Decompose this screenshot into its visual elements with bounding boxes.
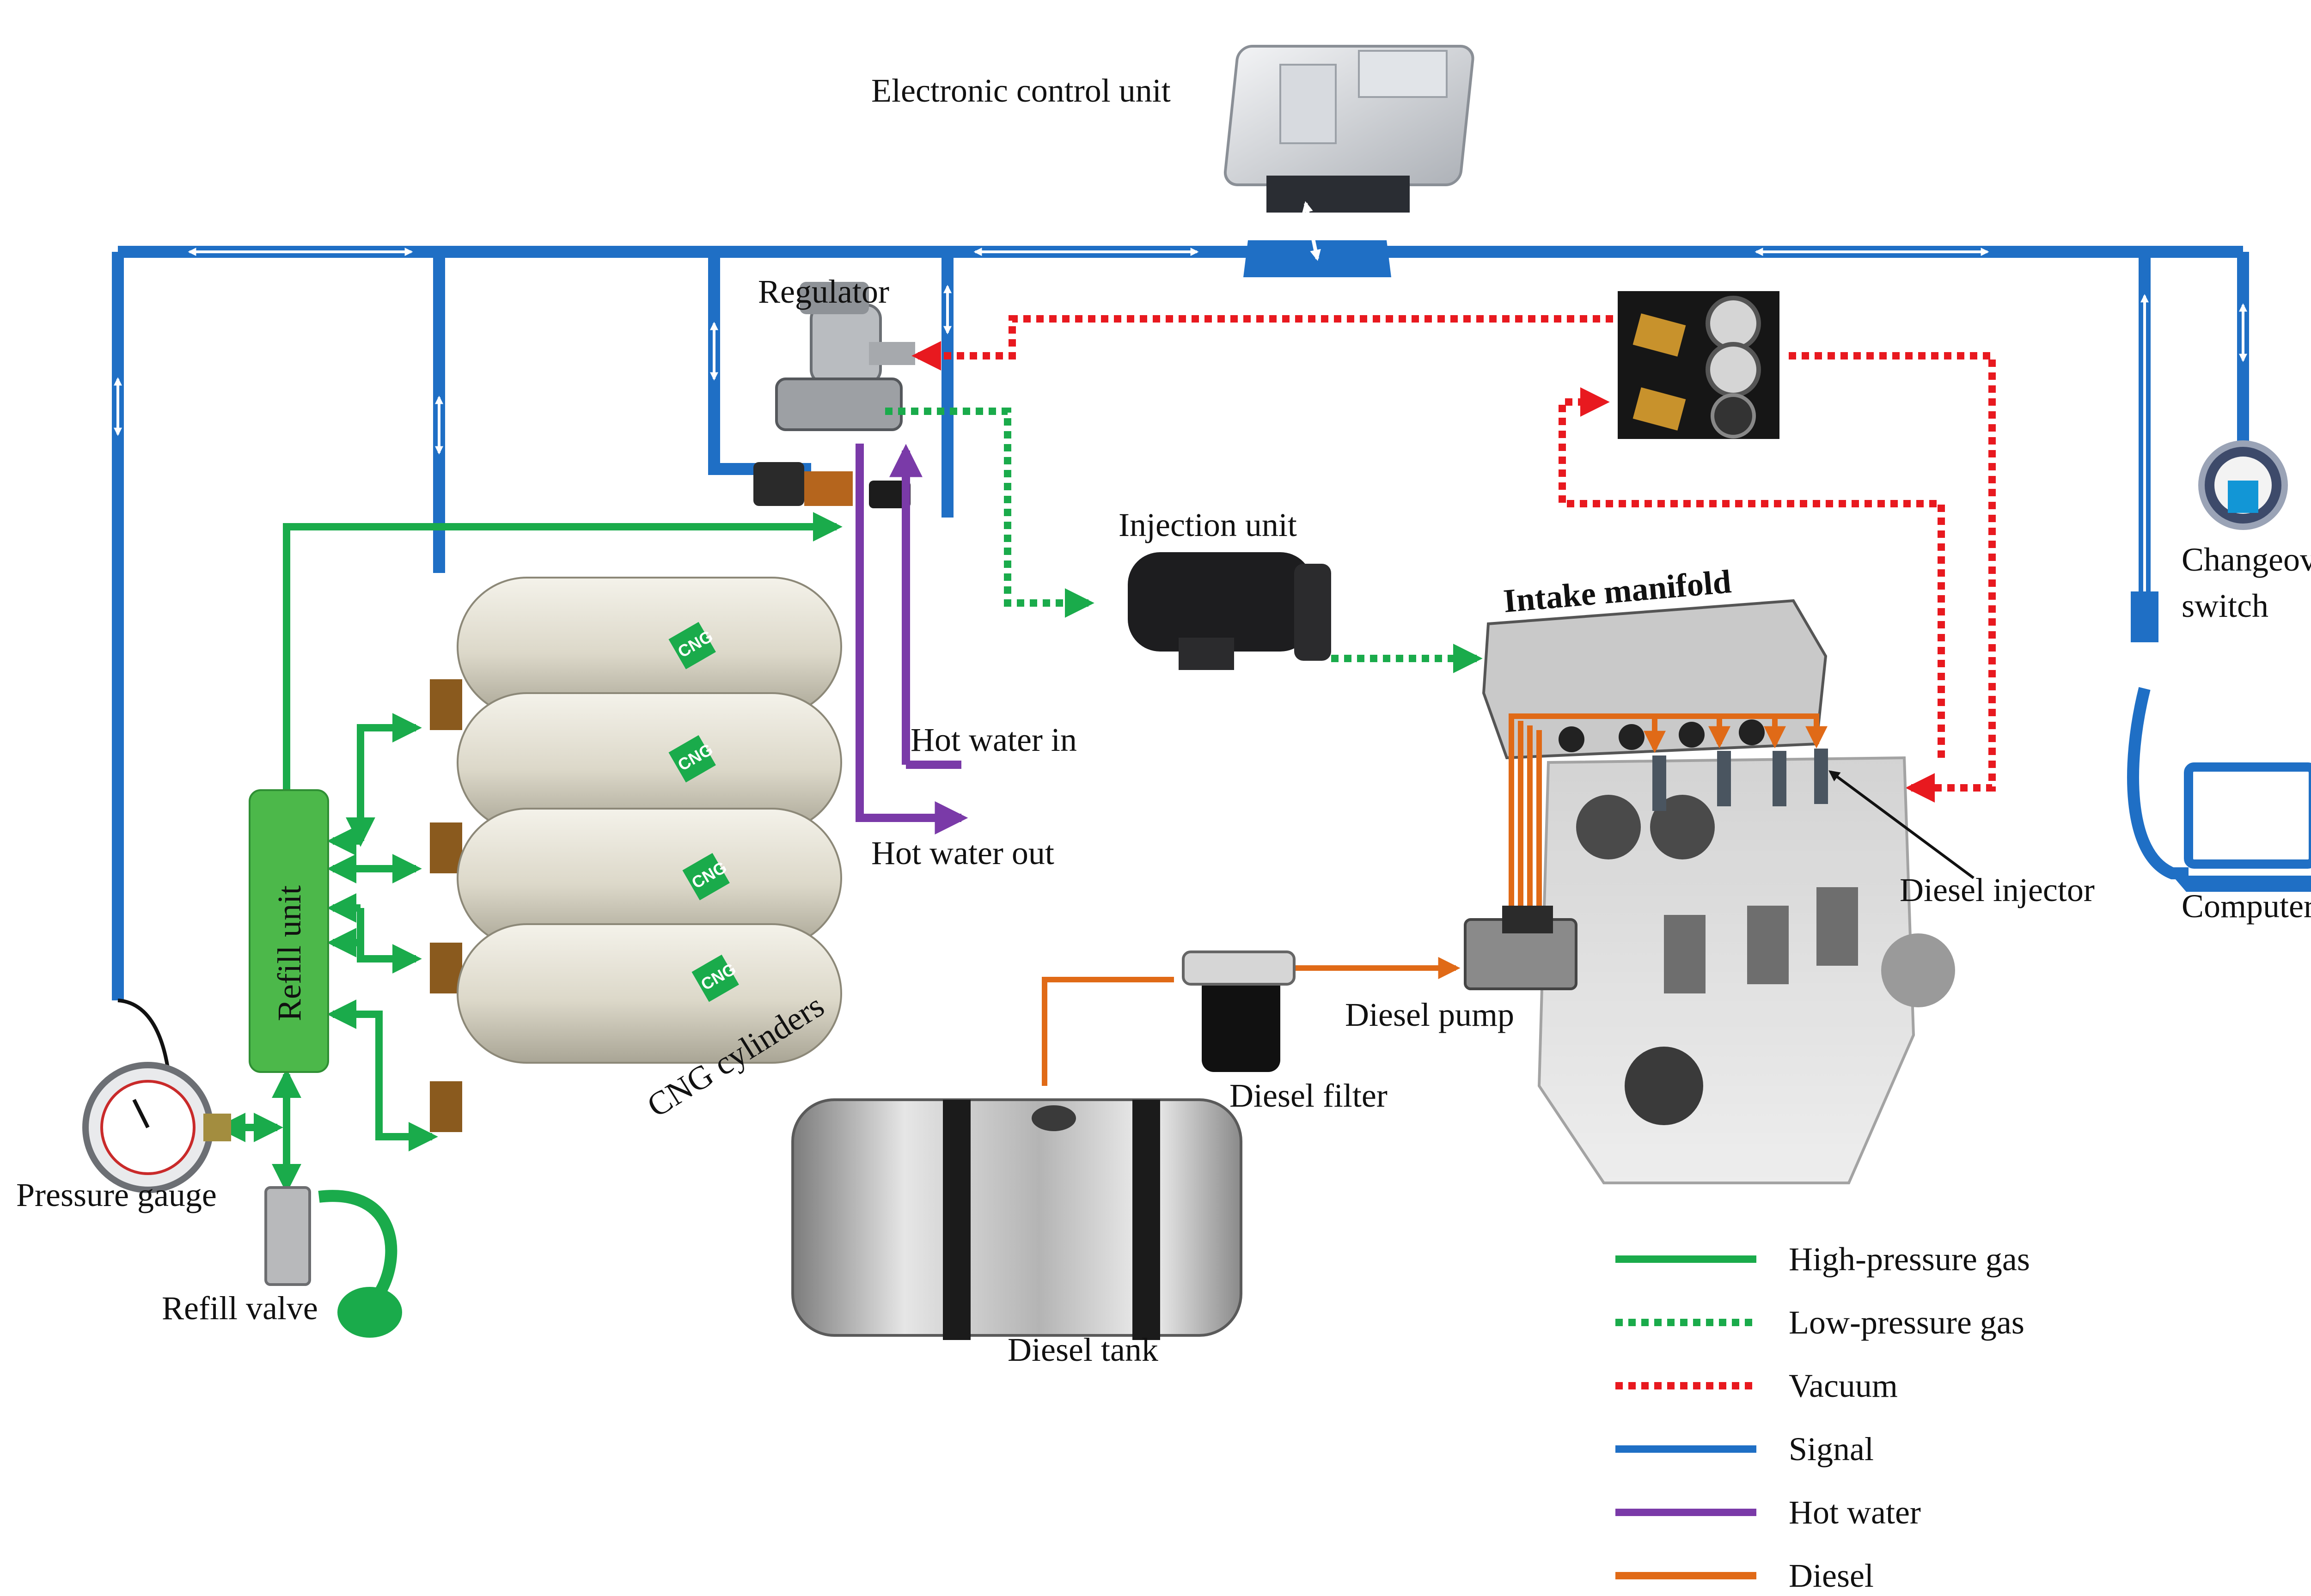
legend-item: Diesel bbox=[1615, 1557, 1874, 1594]
regulator-device bbox=[753, 282, 915, 508]
injection-unit-label: Injection unit bbox=[1119, 506, 1297, 543]
legend-item: High-pressure gas bbox=[1615, 1241, 2030, 1278]
cng-cylinder: CNG bbox=[430, 923, 842, 1132]
refill-valve bbox=[264, 1186, 402, 1338]
vacuum-lines bbox=[911, 315, 1996, 803]
hot-water-out-label: Hot water out bbox=[871, 835, 1054, 871]
refill-unit: Refill unit bbox=[249, 789, 329, 1073]
vacuum-switch-block bbox=[1618, 291, 1779, 439]
legend-item: Hot water bbox=[1615, 1494, 1921, 1531]
legend-label: High-pressure gas bbox=[1789, 1241, 2030, 1278]
cng-cylinder: CNG bbox=[430, 808, 842, 993]
pressure-gauge bbox=[82, 1062, 231, 1193]
legend-label: Low-pressure gas bbox=[1789, 1304, 2024, 1341]
legend-label: Signal bbox=[1789, 1431, 1874, 1468]
legend-label: Diesel bbox=[1789, 1557, 1874, 1594]
diesel-injector-label: Diesel injector bbox=[1900, 871, 2095, 908]
changeover-switch-label-line2: switch bbox=[2182, 587, 2268, 624]
pressure-gauge-label: Pressure gauge bbox=[16, 1176, 217, 1213]
diesel-filter bbox=[1182, 950, 1296, 1072]
injection-unit bbox=[1128, 552, 1331, 670]
computer-icon bbox=[2172, 762, 2311, 892]
changeover-switch bbox=[2198, 440, 2288, 530]
cng-cylinders: CNG CNG CNG CNG bbox=[430, 577, 842, 1132]
engine-block bbox=[1537, 756, 1955, 1184]
legend-item: Signal bbox=[1615, 1431, 1874, 1468]
ecu-label: Electronic control unit bbox=[871, 72, 1171, 109]
cng-cylinder: CNG bbox=[430, 577, 842, 730]
refill-unit-label: Refill unit bbox=[271, 885, 308, 1021]
ecu-module bbox=[1223, 45, 1474, 277]
diesel-injectors bbox=[1652, 749, 1828, 811]
legend-label: Vacuum bbox=[1789, 1367, 1898, 1404]
diesel-tank bbox=[791, 1098, 1242, 1340]
legend-item: Low-pressure gas bbox=[1615, 1304, 2024, 1341]
signal-connector-block bbox=[2131, 591, 2158, 642]
cng-cylinder: CNG bbox=[430, 692, 842, 873]
diesel-pump bbox=[1464, 906, 1577, 990]
diesel-tank-label: Diesel tank bbox=[1008, 1331, 1158, 1368]
diesel-filter-label: Diesel filter bbox=[1229, 1077, 1388, 1114]
high-pressure-gas-lines bbox=[216, 512, 843, 1194]
diesel-pump-label: Diesel pump bbox=[1345, 996, 1514, 1033]
regulator-label: Regulator bbox=[758, 273, 889, 310]
changeover-switch-label-line1: Changeover bbox=[2182, 541, 2311, 578]
signal-direction-arrows bbox=[114, 248, 2247, 612]
low-pressure-gas-lines bbox=[885, 408, 1483, 673]
computer-label: Computer bbox=[2182, 888, 2311, 925]
legend-label: Hot water bbox=[1789, 1494, 1921, 1531]
legend-item: Vacuum bbox=[1615, 1367, 1898, 1404]
diesel-lines bbox=[1042, 713, 1828, 1086]
hot-water-in-label: Hot water in bbox=[911, 721, 1077, 758]
diesel-injector-pointer bbox=[1828, 770, 1975, 879]
hot-water-lines bbox=[856, 444, 968, 835]
refill-valve-label: Refill valve bbox=[162, 1290, 318, 1327]
